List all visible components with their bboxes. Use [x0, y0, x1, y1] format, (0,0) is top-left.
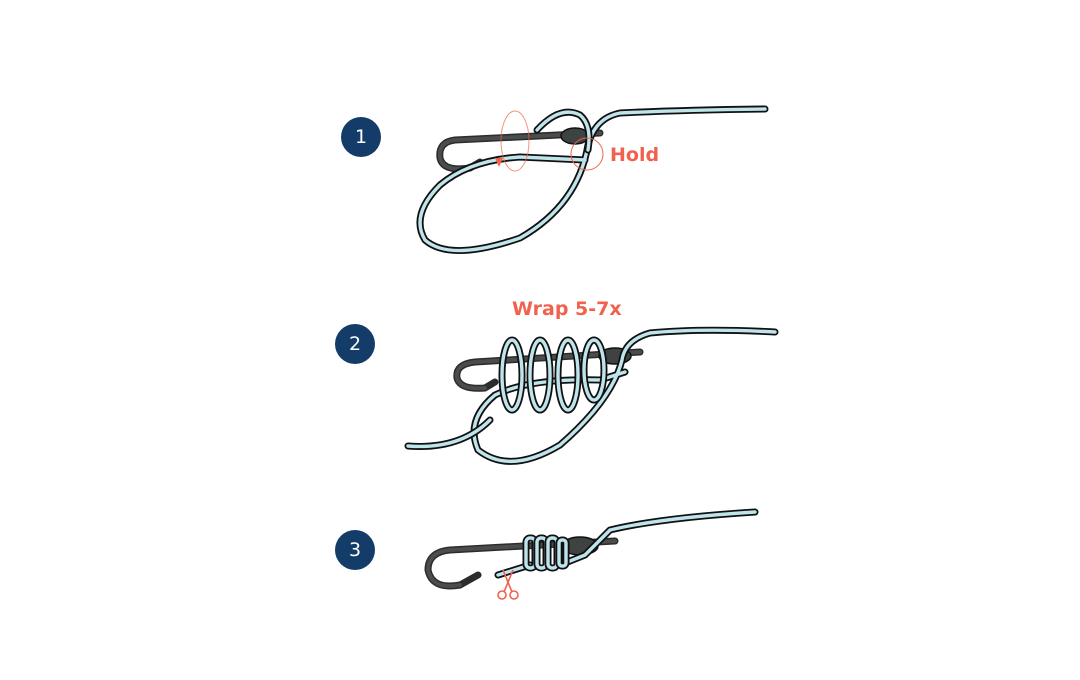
wraps: [498, 336, 608, 414]
step-2-badge: 2: [335, 324, 375, 364]
step-1-badge: 1: [341, 117, 381, 157]
arrow-head: [495, 158, 503, 167]
step-1-illustration: [416, 105, 769, 254]
rotation-arrow-icon: [500, 110, 530, 172]
wraps-tight: [522, 534, 570, 572]
fishing-line-1: [416, 105, 769, 254]
step-3-illustration: [424, 508, 759, 600]
hold-circle-icon: [570, 137, 604, 171]
wrap-label: Wrap 5-7x: [512, 298, 622, 320]
step-2-illustration: [404, 326, 779, 465]
step-3-badge: 3: [335, 530, 375, 570]
hold-label: Hold: [610, 144, 660, 166]
scissors-icon: [497, 569, 519, 600]
